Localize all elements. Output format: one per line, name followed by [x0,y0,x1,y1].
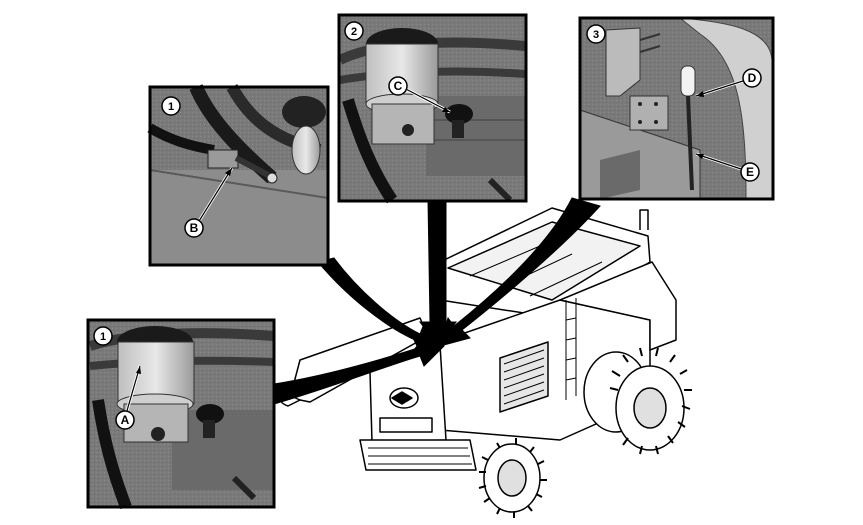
inset-number-2: 2 [351,26,357,38]
inset-number-1-bottom: 1 [100,331,106,343]
combine-harvester-illustration [279,207,692,518]
inset-number-3: 3 [593,29,599,41]
callout-b: B [190,221,199,235]
callout-e: E [746,165,754,179]
inset-photo-3: 3 D E [578,16,775,201]
inset-photo-1-bottom: 1 A [86,318,276,510]
inset-photo-1-top: 1 B [147,84,330,267]
pointer-arrows [273,197,601,405]
callout-a: A [121,413,130,427]
callout-c: C [394,79,403,93]
inset-number-1-top: 1 [168,101,174,113]
inset-photo-2: 2 C [337,13,528,204]
callout-d: D [748,71,757,85]
